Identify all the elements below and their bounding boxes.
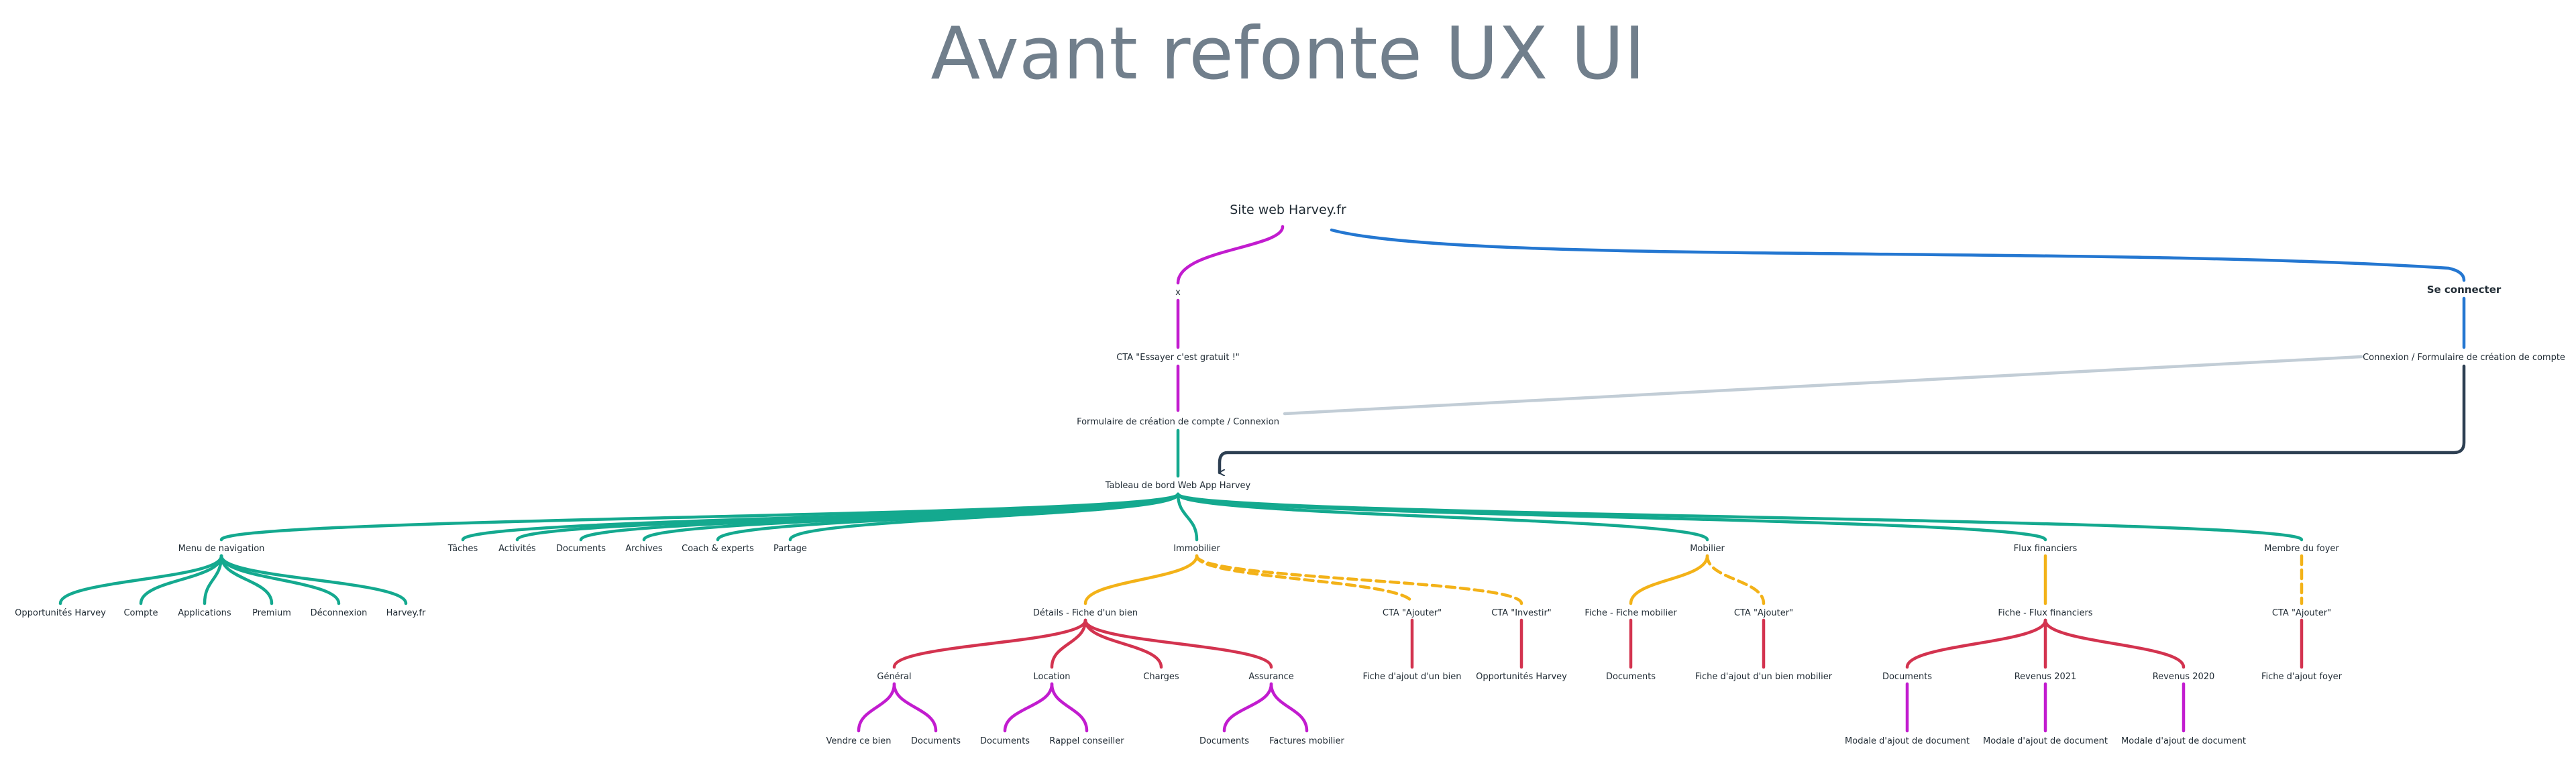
node-flux: Flux financiers: [2014, 544, 2078, 554]
edge-tableau-immobilier: [1176, 492, 1199, 542]
edge-location-rappel: [1050, 682, 1089, 733]
node-documents-flux: Documents: [1882, 672, 1932, 682]
node-rappel: Rappel conseiller: [1049, 736, 1124, 746]
edge-site-seconnecter: [1330, 228, 2466, 282]
node-x: x: [1175, 288, 1181, 298]
edge-mobilier-cta_ajouter_mob: [1705, 554, 1766, 605]
edge-general-documents_gen: [892, 682, 938, 733]
edge-details-charges: [1083, 618, 1163, 669]
node-location: Location: [1034, 672, 1071, 682]
edge-tableau-mobilier: [1176, 492, 1709, 542]
edge-fiche_flux-documents_flux: [1905, 618, 2047, 669]
node-factures: Factures mobilier: [1269, 736, 1344, 746]
node-charges: Charges: [1143, 672, 1179, 682]
node-opportunites: Opportunités Harvey: [15, 608, 106, 618]
edge-menu-compte: [139, 554, 223, 605]
node-fiche-mobilier: Fiche - Fiche mobilier: [1585, 608, 1677, 618]
node-details: Détails - Fiche d'un bien: [1033, 608, 1138, 618]
node-documents-mob: Documents: [1606, 672, 1656, 682]
node-revenus2021: Revenus 2021: [2015, 672, 2077, 682]
edge-assurance-documents_ass: [1222, 682, 1273, 733]
node-cta-ajouter-mob: CTA "Ajouter": [1734, 608, 1793, 618]
node-tableau: Tableau de bord Web App Harvey: [1105, 481, 1251, 491]
page-title: Avant refonte UX UI: [930, 12, 1646, 96]
edge-connexion-tableau-arrow: [1218, 364, 2466, 473]
node-menu: Menu de navigation: [178, 544, 265, 554]
node-modale3: Modale d'ajout de document: [2121, 736, 2246, 746]
node-fiche-ajout-foyer: Fiche d'ajout foyer: [2261, 672, 2343, 682]
node-assurance: Assurance: [1248, 672, 1293, 682]
edge-immobilier-cta_investir: [1195, 554, 1523, 605]
node-harveyfr: Harvey.fr: [386, 608, 426, 618]
node-fiche-ajout-mob: Fiche d'ajout d'un bien mobilier: [1695, 672, 1833, 682]
node-coach: Coach & experts: [682, 544, 754, 554]
edge-tableau-menu: [219, 492, 1180, 542]
node-partage: Partage: [773, 544, 807, 554]
node-compte: Compte: [123, 608, 158, 618]
node-cta-investir: CTA "Investir": [1491, 608, 1552, 618]
edge-location-documents_loc: [1003, 682, 1054, 733]
edge-general-vendre: [857, 682, 896, 733]
node-connexion: Connexion / Formulaire de création de co…: [2363, 353, 2565, 363]
edge-details-assurance: [1083, 618, 1273, 669]
node-taches: Tâches: [447, 544, 478, 554]
node-opportunites2: Opportunités Harvey: [1476, 672, 1567, 682]
edge-tableau-flux: [1176, 492, 2047, 542]
node-premium: Premium: [252, 608, 291, 618]
node-cta-essayer: CTA "Essayer c'est gratuit !": [1116, 353, 1240, 363]
node-immobilier: Immobilier: [1173, 544, 1220, 554]
node-revenus2020: Revenus 2020: [2153, 672, 2215, 682]
edge-details-general: [892, 618, 1087, 669]
edge-tableau-partage: [788, 492, 1180, 542]
edge-menu-applications: [203, 554, 223, 605]
node-fiche-ajout-bien: Fiche d'ajout d'un bien: [1362, 672, 1461, 682]
node-formulaire: Formulaire de création de compte / Conne…: [1077, 417, 1279, 427]
node-documents-gen: Documents: [911, 736, 961, 746]
edge-tableau-membre: [1176, 492, 2304, 542]
node-mobilier: Mobilier: [1690, 544, 1725, 554]
node-cta-ajouter-immo: CTA "Ajouter": [1383, 608, 1442, 618]
edge-assurance-factures: [1269, 682, 1309, 733]
node-documents-ass: Documents: [1199, 736, 1249, 746]
node-se-connecter: Se connecter: [2427, 284, 2502, 296]
edge-details-location: [1050, 618, 1087, 669]
node-activites: Activités: [498, 544, 536, 554]
edge-menu-premium: [219, 554, 274, 605]
edge-fiche_flux-revenus2020: [2043, 618, 2186, 669]
edge-menu-opportunites: [58, 554, 223, 605]
edge-site-x: [1176, 225, 1285, 285]
node-general: Général: [877, 672, 911, 682]
node-site: Site web Harvey.fr: [1230, 202, 1346, 217]
node-fiche-flux: Fiche - Flux financiers: [1998, 608, 2092, 618]
node-documents-loc: Documents: [980, 736, 1030, 746]
node-deconnexion: Déconnexion: [311, 608, 368, 618]
node-applications: Applications: [178, 608, 231, 618]
node-archives: Archives: [625, 544, 663, 554]
node-modale1: Modale d'ajout de document: [1845, 736, 1970, 746]
node-documents: Documents: [556, 544, 606, 554]
node-membre: Membre du foyer: [2264, 544, 2339, 554]
node-modale2: Modale d'ajout de document: [1983, 736, 2108, 746]
edge-connexion-formulaire: [1283, 355, 2363, 416]
edge-mobilier-fiche_mobilier: [1629, 554, 1709, 605]
edge-immobilier-details: [1083, 554, 1199, 605]
node-vendre: Vendre ce bien: [826, 736, 892, 746]
edge-menu-harveyfr: [219, 554, 408, 605]
edge-immobilier-cta_ajouter_immo: [1195, 554, 1414, 605]
node-cta-ajouter-membre: CTA "Ajouter": [2272, 608, 2331, 618]
